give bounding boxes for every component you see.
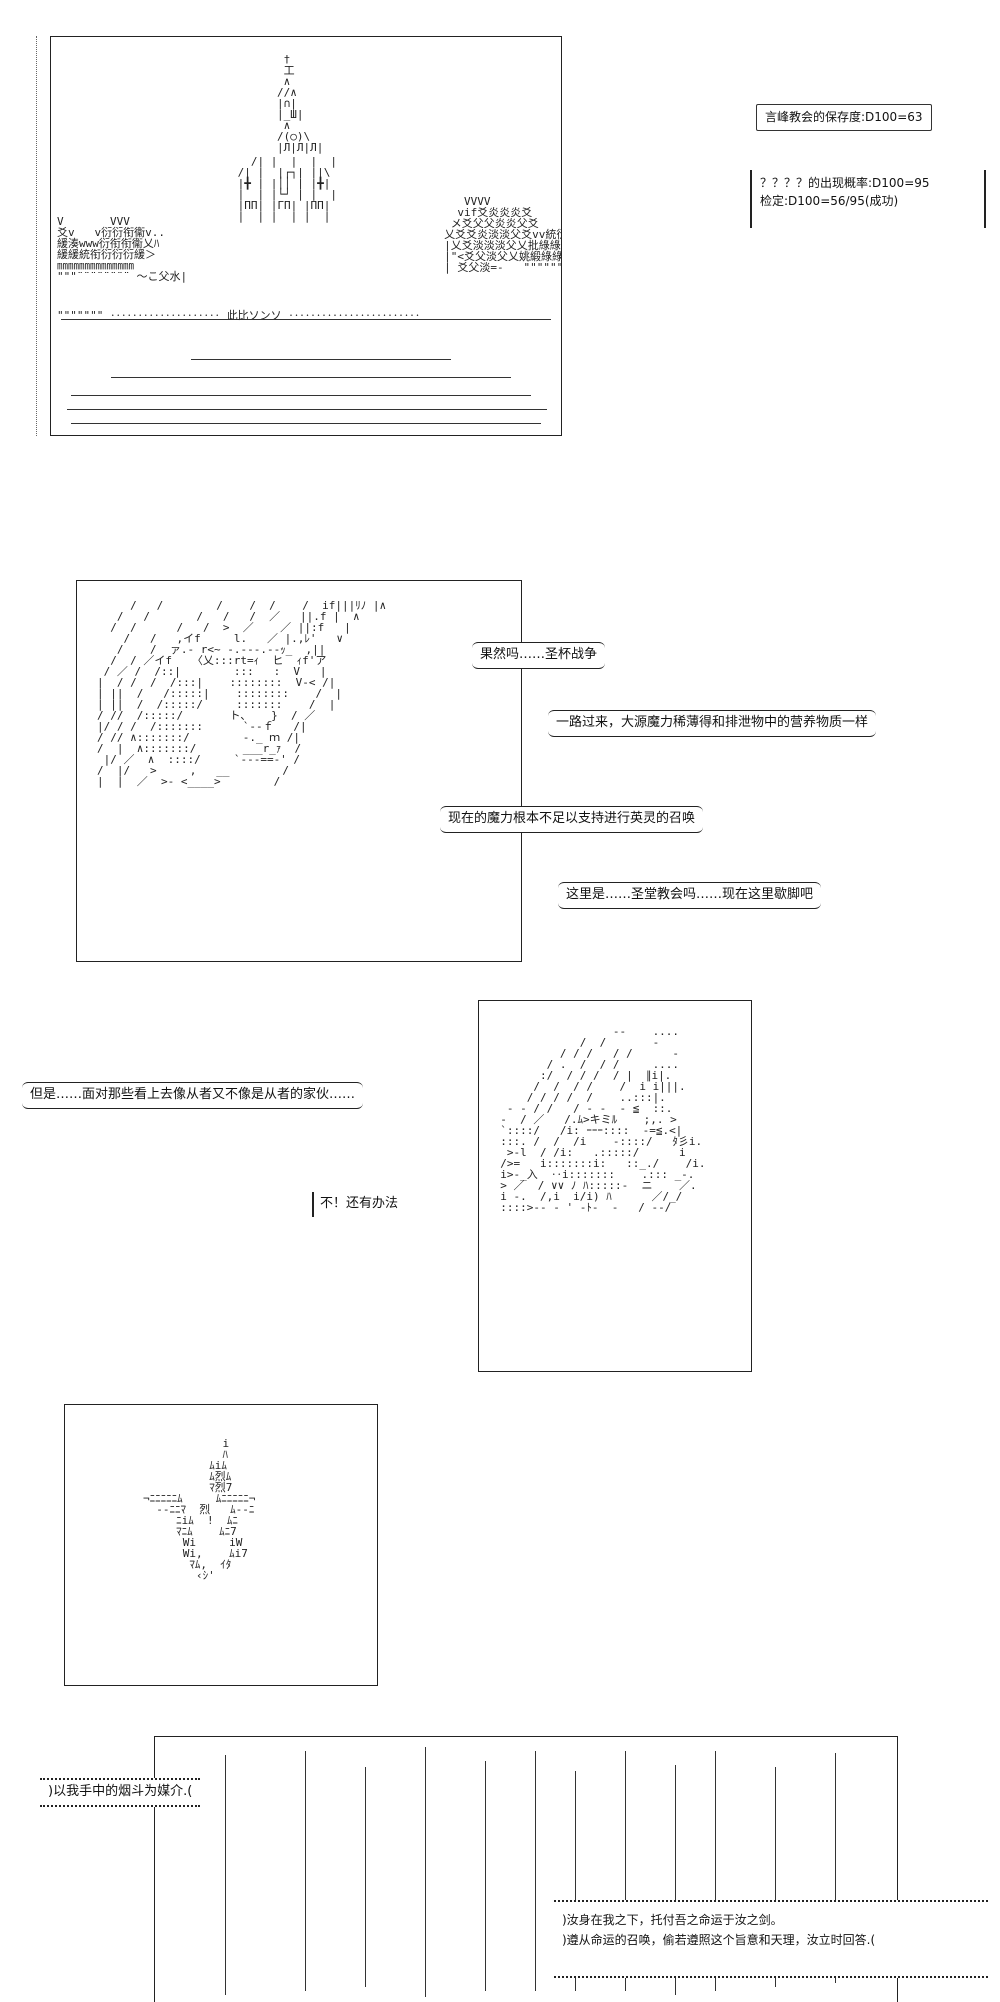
speech-bubble-church-rest: 这里是……圣堂教会吗……现在这里歇脚吧	[558, 882, 822, 909]
roll-line-1: ？？？？的出现概率:D100=95	[760, 176, 930, 190]
speech-bubble-mana-insufficient: 现在的魔力根本不足以支持进行英灵的召唤	[440, 806, 704, 833]
water-line	[61, 319, 551, 320]
panel-pipe-sigil: i ﾊ ﾑiﾑ ﾑ烈ﾑ ﾏ烈7 ¬ﾆﾆﾆﾆﾆﾑ ﾑﾆﾆﾆﾆﾆ¬ ‐‐ﾆﾆﾏ 烈 …	[64, 1404, 378, 1686]
water-line	[71, 395, 531, 396]
panel-summoning	[154, 1736, 898, 2002]
panel-church-dots	[36, 36, 56, 436]
water-line	[111, 377, 511, 378]
speech-bubble-unlike-servants: 但是……面对那些看上去像从者又不像是从者的家伙……	[22, 1082, 364, 1109]
incantation-line-2: )遵从命运的召唤，偷若遵照这个旨意和天理，汝立时回答.(	[562, 1933, 876, 1947]
church-town-right-art: VVVV vif爻炎炎炎爻 vv. メ爻父父炎炎父爻 沐行 乂爻爻炎淡淡父爻vv…	[444, 195, 562, 274]
church-ground-art: """"""" ‥‥‥‥‥‥‥‥‥‥ 此比ソンソ ‥‥‥‥‥‥‥‥‥‥‥‥	[57, 309, 421, 322]
water-line	[67, 409, 547, 410]
church-steeple-art: † 工 ∧ //∧ |∩| |_Ш| ∧ /(○)\ |Л|Л|Л|	[277, 53, 324, 154]
speech-bubble-pipe-medium: )以我手中的烟斗为媒介.(	[40, 1778, 201, 1807]
panel-church: † 工 ∧ //∧ |∩| |_Ш| ∧ /(○)\ |Л|Л|Л| /| | …	[50, 36, 562, 436]
church-town-left-art: V VVV 爻v v衍衍衔衞v.. 緩湊www衍衔衔衞乂ﾊ 緩緩統衔衍衍衍緩＞ …	[57, 215, 188, 283]
speech-bubble-incantation: )汝身在我之下，托付吾之命运于汝之剑。 )遵从命运的召唤，偷若遵照这个旨意和天理…	[554, 1900, 988, 1978]
speech-bubble-still-a-way: 不！还有办法	[312, 1192, 407, 1217]
incantation-line-1: )汝身在我之下，托付吾之命运于汝之剑。	[562, 1913, 783, 1927]
water-line	[191, 359, 451, 360]
hooded-figure-art: ‐‐ .... / / ‐ / / / / / ‐ / . / / / ....…	[500, 1025, 706, 1214]
water-line	[71, 423, 541, 424]
roll-line-2: 检定:D100=56/95(成功)	[760, 194, 899, 208]
speech-bubble-holy-grail-war: 果然吗……圣杯战争	[472, 642, 606, 669]
church-status-box: 言峰教会的保存度:D100=63	[756, 104, 932, 131]
panel-hooded-figure: ‐‐ .... / / ‐ / / / / / ‐ / . / / / ....…	[478, 1000, 752, 1372]
pipe-sigil-art: i ﾊ ﾑiﾑ ﾑ烈ﾑ ﾏ烈7 ¬ﾆﾆﾆﾆﾆﾑ ﾑﾆﾆﾆﾆﾆ¬ ‐‐ﾆﾆﾏ 烈 …	[143, 1437, 256, 1582]
panel-character: / / / / / / if|||ﾘﾉ |∧ / / / / / ／ ||.f …	[76, 580, 522, 962]
speech-bubble-mana-thin: 一路过来，大源魔力稀薄得和排泄物中的营养物质一样	[548, 710, 877, 737]
church-body-art: /| | | | | /| | |┌┐| ||\ |╋ | |││ | |╋| …	[237, 155, 337, 223]
dice-roll-box: ？？？？的出现概率:D100=95 检定:D100=56/95(成功)	[750, 170, 986, 228]
character-art: / / / / / / if|||ﾘﾉ |∧ / / / / / ／ ||.f …	[97, 599, 387, 788]
